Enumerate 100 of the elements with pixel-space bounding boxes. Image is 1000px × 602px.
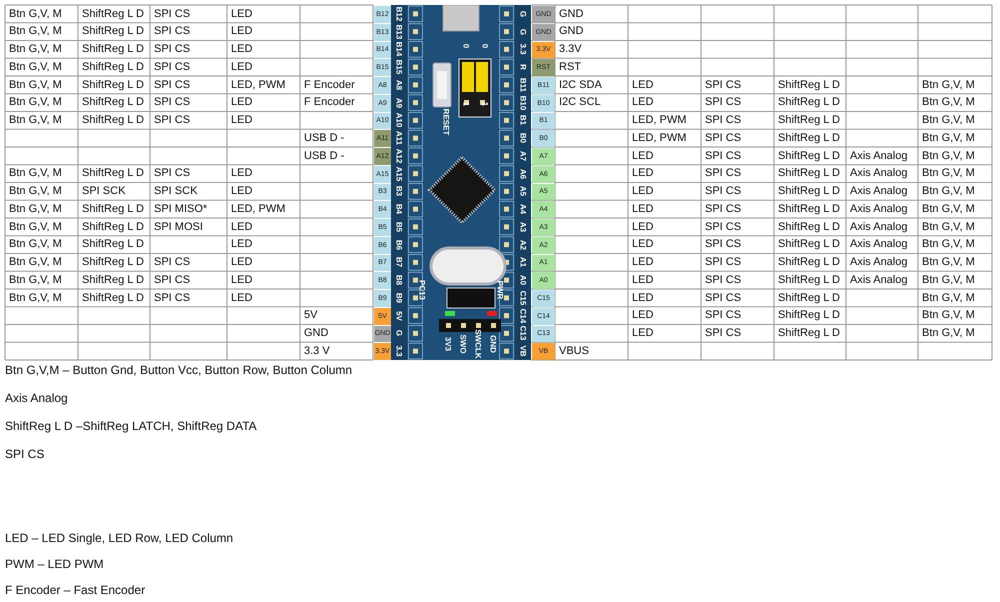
note: Btn G,V,M – Button Gnd, Button Vcc, Button Row, Button Column bbox=[5, 363, 352, 377]
pin-function: Btn G,V, M bbox=[922, 238, 975, 252]
silkscreen-label: C13 bbox=[518, 326, 528, 341]
pin-function: ShiftReg L D bbox=[82, 25, 144, 38]
silkscreen-label: A6 bbox=[518, 168, 528, 179]
note: SPI CS bbox=[5, 447, 44, 461]
silkscreen-label: G bbox=[518, 28, 528, 35]
pin-function: Axis Analog bbox=[850, 256, 908, 269]
note: PWM – LED PWM bbox=[5, 557, 104, 571]
pin-function: SPI CS bbox=[154, 60, 190, 74]
pin-function: ShiftReg L D bbox=[778, 96, 840, 110]
pin-function: LED bbox=[231, 43, 252, 56]
pin-function: LED bbox=[632, 327, 654, 340]
pin-function: LED bbox=[632, 309, 654, 322]
pin-function: SPI CS bbox=[705, 274, 742, 287]
silkscreen-label: 3.3 bbox=[518, 44, 528, 55]
pin-function: LED bbox=[632, 78, 654, 92]
pin-function: SPI CS bbox=[705, 202, 742, 216]
pin-function: Btn G,V, M bbox=[9, 220, 62, 234]
pin-function: Btn G,V, M bbox=[922, 292, 975, 304]
pin-function: LED bbox=[231, 25, 252, 38]
pin-function: LED bbox=[231, 167, 252, 180]
silkscreen-label: A10 bbox=[394, 113, 404, 128]
pin-function: ShiftReg L D bbox=[778, 292, 840, 304]
pin-function: ShiftReg L D bbox=[82, 274, 144, 287]
pin-function: 3.3V bbox=[559, 43, 582, 56]
pin-function: LED bbox=[632, 96, 654, 110]
silkscreen-label: B10 bbox=[518, 95, 528, 110]
silkscreen-label: B5 bbox=[394, 222, 404, 232]
pin-function: SPI CS bbox=[705, 238, 742, 252]
pin-function: ShiftReg L D bbox=[778, 256, 840, 269]
silkscreen-label: B1 bbox=[518, 115, 528, 126]
pin-function: ShiftReg L D bbox=[778, 132, 840, 145]
pin-function: SPI CS bbox=[154, 25, 190, 38]
pin-function: Btn G,V, M bbox=[922, 220, 975, 234]
pin-function: GND bbox=[559, 8, 584, 20]
pin-function: LED bbox=[231, 220, 252, 234]
pin-function: LED bbox=[231, 238, 252, 252]
pin-function: ShiftReg L D bbox=[778, 202, 840, 216]
pin-function: SPI CS bbox=[154, 274, 190, 287]
silkscreen-label: 5V bbox=[394, 310, 404, 321]
pin-function: ShiftReg L D bbox=[82, 167, 144, 180]
pin-function: LED bbox=[632, 220, 654, 234]
pin-function: LED bbox=[231, 256, 252, 269]
pin-function: Btn G,V, M bbox=[922, 132, 975, 145]
silkscreen-label: C14 bbox=[518, 308, 528, 323]
pin-function: ShiftReg L D bbox=[82, 8, 144, 20]
silkscreen-label: B0 bbox=[518, 133, 528, 144]
silkscreen-label: R bbox=[518, 64, 528, 70]
pin-function: ShiftReg L D bbox=[82, 256, 144, 269]
pin-function: Btn G,V, M bbox=[922, 309, 975, 322]
pin-function: 3.3 V bbox=[304, 344, 330, 358]
pin-function: ShiftReg L D bbox=[778, 167, 840, 180]
silkscreen-label: G bbox=[394, 330, 404, 336]
pin-function: ShiftReg L D bbox=[82, 96, 144, 110]
pin-function: SPI CS bbox=[154, 78, 190, 92]
silkscreen-label: C15 bbox=[518, 290, 528, 306]
pin-function: Btn G,V, M bbox=[9, 60, 62, 74]
pin-function: F Encoder bbox=[304, 96, 355, 110]
silkscreen-label: G bbox=[518, 10, 528, 17]
pin-function: ShiftReg L D bbox=[82, 114, 144, 127]
pin-function: Btn G,V, M bbox=[9, 202, 62, 216]
pin-function: SPI CS bbox=[154, 167, 190, 180]
silkscreen-label: A15 bbox=[394, 166, 404, 181]
pin-function: Btn G,V, M bbox=[922, 167, 975, 180]
pin-function: Btn G,V, M bbox=[9, 25, 62, 38]
pin-function: SPI CS bbox=[154, 43, 190, 56]
pin-function: SPI MISO* bbox=[154, 202, 208, 216]
pin-function: LED bbox=[231, 8, 252, 20]
pin-function: Btn G,V, M bbox=[922, 114, 975, 127]
silkscreen-label: B14 bbox=[394, 42, 404, 57]
pin-function: LED bbox=[632, 185, 654, 198]
silkscreen-label: A1 bbox=[518, 257, 528, 268]
pin-function: VBUS bbox=[559, 344, 589, 358]
pin-function: Btn G,V, M bbox=[922, 327, 975, 340]
silkscreen-label: A8 bbox=[394, 80, 404, 90]
pin-function: Btn G,V, M bbox=[922, 185, 975, 198]
pin-function: USB D - bbox=[304, 132, 344, 145]
pin-function: ShiftReg L D bbox=[778, 309, 840, 322]
pin-function: LED bbox=[231, 96, 252, 110]
pin-function: LED, PWM bbox=[231, 78, 286, 92]
pin-function: Axis Analog bbox=[850, 185, 908, 198]
pin-function: LED bbox=[632, 202, 654, 216]
pin-function: SPI SCK bbox=[154, 185, 198, 198]
note: LED – LED Single, LED Row, LED Column bbox=[5, 531, 234, 545]
pin-function: Btn G,V, M bbox=[922, 78, 975, 92]
silkscreen-label: B15 bbox=[394, 60, 404, 74]
pin-function: SPI CS bbox=[705, 167, 742, 180]
pin-function: Axis Analog bbox=[850, 167, 908, 180]
silkscreen-label: GND bbox=[488, 335, 498, 353]
pin-function: Btn G,V, M bbox=[9, 8, 62, 20]
pin-function: F Encoder bbox=[304, 78, 355, 92]
pin-function: Btn G,V, M bbox=[9, 96, 62, 110]
silkscreen-label: 0 bbox=[480, 44, 490, 48]
silkscreen-label: 0 bbox=[462, 44, 470, 48]
pin-function: Btn G,V, M bbox=[9, 43, 62, 56]
pin-function: ShiftReg L D bbox=[778, 220, 840, 234]
pin-function: ShiftReg L D bbox=[82, 202, 144, 216]
pin-function: LED bbox=[632, 292, 654, 304]
pin-function: ShiftReg L D bbox=[778, 274, 840, 287]
